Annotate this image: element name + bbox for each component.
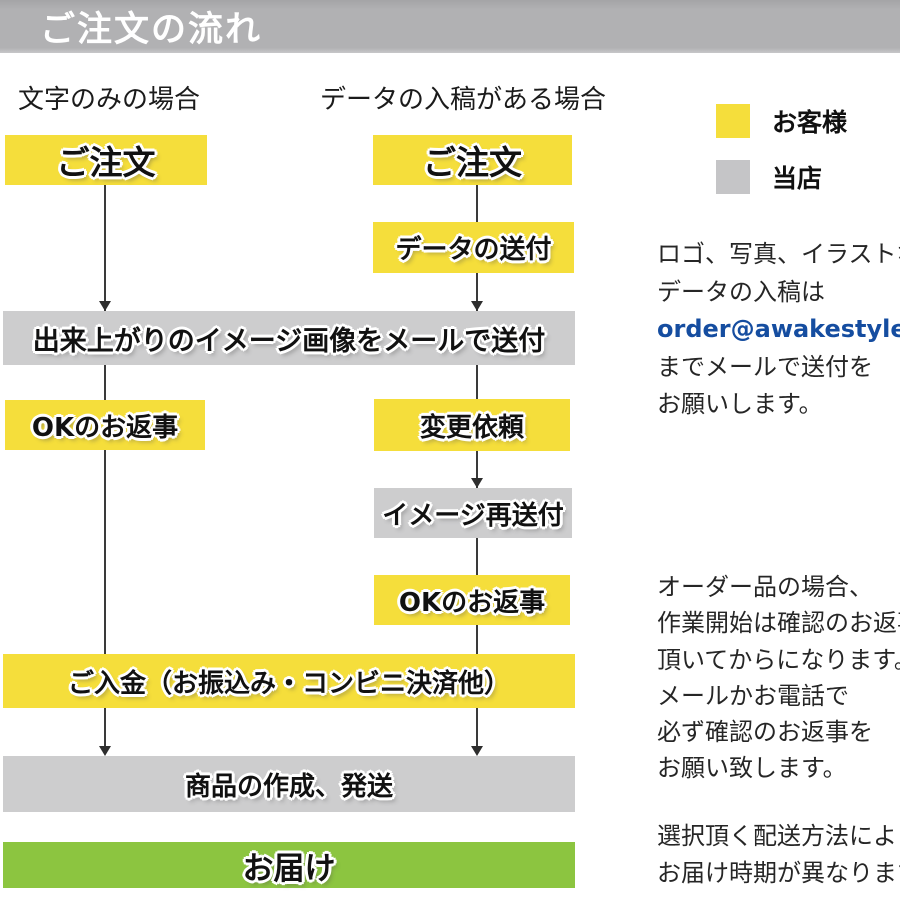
flow-box-delivery: お届け: [3, 842, 575, 888]
arrow-down-icon: [471, 478, 483, 488]
email-link[interactable]: order@awakestyle.com: [657, 315, 900, 343]
note-line: 作業開始は確認のお返事を: [657, 609, 900, 638]
flow-box-ok-reply-left: OKのお返事: [5, 400, 205, 450]
note-line: 必ず確認のお返事を: [657, 718, 873, 747]
column-label-with-data: データの入稿がある場合: [320, 85, 607, 115]
column-label-text-only: 文字のみの場合: [18, 85, 201, 115]
arrow-down-icon: [471, 746, 483, 756]
legend-label-customer: お客様: [772, 108, 848, 137]
flow-box-change-request: 変更依頼: [374, 399, 570, 451]
note-order-confirmation: オーダー品の場合、 作業開始は確認のお返事を 頂いてからになります。 メールかお…: [657, 569, 900, 787]
note-line: メールかお電話で: [657, 681, 849, 710]
flow-box-production-shipping: 商品の作成、発送: [3, 756, 575, 812]
shop-color-swatch: [716, 160, 750, 194]
flow-box-image-mail: 出来上がりのイメージ画像をメールで送付: [3, 311, 575, 365]
legend-item-customer: お客様: [716, 103, 847, 139]
note-line: ロゴ、写真、イラストなど: [657, 240, 900, 268]
note-line: 選択頂く配送方法によって: [657, 822, 900, 850]
note-line: オーダー品の場合、: [657, 573, 873, 601]
note-line: データの入稿は: [657, 277, 825, 306]
flow-box-order-left: ご注文: [5, 135, 207, 185]
arrow-down-icon: [99, 301, 111, 311]
note-line: までメールで送付を: [657, 352, 873, 381]
note-data-submission: ロゴ、写真、イラストなど データの入稿は order@awakestyle.co…: [657, 236, 900, 424]
page-title: ご注文の流れ: [40, 10, 263, 50]
note-line: 頂いてからになります。: [657, 645, 900, 674]
flow-box-image-resend: イメージ再送付: [374, 488, 572, 538]
flow-box-payment: ご入金（お振込み・コンビニ決済他）: [3, 654, 575, 708]
note-shipping-time: 選択頂く配送方法によって お届け時期が異なります。: [657, 818, 900, 892]
page-header: ご注文の流れ: [0, 0, 900, 53]
legend-label-shop: 当店: [772, 164, 823, 193]
arrow-down-icon: [99, 746, 111, 756]
right-flow-line: [476, 184, 478, 752]
flow-box-data-send: データの送付: [373, 222, 574, 273]
note-line: お届け時期が異なります。: [657, 859, 900, 887]
note-line: お願いします。: [657, 390, 823, 418]
flow-box-order-right: ご注文: [373, 135, 572, 185]
left-flow-line: [104, 185, 106, 752]
flow-box-ok-reply-right: OKのお返事: [374, 575, 570, 625]
legend-item-shop: 当店: [716, 159, 822, 195]
note-line: お願い致します。: [657, 754, 847, 783]
arrow-down-icon: [471, 301, 483, 311]
customer-color-swatch: [716, 104, 750, 138]
